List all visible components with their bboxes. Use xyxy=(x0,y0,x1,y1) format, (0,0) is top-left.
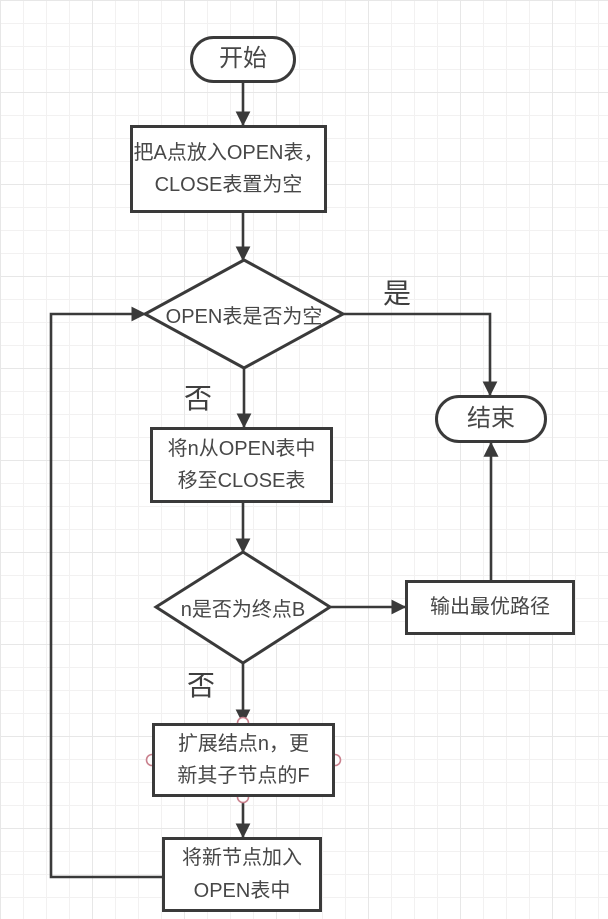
edge-loop-back-to-check-open[interactable] xyxy=(49,306,162,879)
node-start[interactable]: 开始 xyxy=(190,36,296,83)
node-check-open-empty-shape[interactable] xyxy=(141,258,347,370)
node-expand[interactable]: 扩展结点n，更 新其子节点的F xyxy=(152,723,335,797)
node-add-to-open[interactable]: 将新节点加入 OPEN表中 xyxy=(162,837,322,912)
node-check-goal-label: n是否为终点B xyxy=(180,599,306,621)
node-move-to-close-label: 将n从OPEN表中 移至CLOSE表 xyxy=(167,437,316,492)
edge-yes-to-end[interactable] xyxy=(343,312,498,397)
edge-label-no-goal[interactable]: 否 xyxy=(187,670,216,701)
edge-label-yes[interactable]: 是 xyxy=(383,278,412,309)
node-output-path-label: 输出最优路径 xyxy=(430,596,550,619)
node-start-label: 开始 xyxy=(219,45,267,73)
node-init-open-table[interactable]: 把A点放入OPEN表， CLOSE表置为空 xyxy=(130,125,327,213)
node-check-goal-shape[interactable] xyxy=(153,550,333,665)
node-output-path[interactable]: 输出最优路径 xyxy=(405,580,575,635)
node-expand-label: 扩展结点n，更 新其子节点的F xyxy=(177,732,310,787)
node-end[interactable]: 结束 xyxy=(435,395,547,443)
node-add-to-open-label: 将新节点加入 OPEN表中 xyxy=(182,847,302,902)
node-check-open-empty-label: OPEN表是否为空 xyxy=(165,305,323,328)
node-init-label: 把A点放入OPEN表， CLOSE表置为空 xyxy=(133,141,324,196)
node-move-to-close[interactable]: 将n从OPEN表中 移至CLOSE表 xyxy=(150,427,333,503)
edge-label-no-open[interactable]: 否 xyxy=(184,383,213,414)
node-end-label: 结束 xyxy=(467,404,515,432)
node-check-open-empty[interactable]: OPEN表是否为空 xyxy=(145,260,343,368)
node-check-goal[interactable]: n是否为终点B xyxy=(156,552,330,663)
